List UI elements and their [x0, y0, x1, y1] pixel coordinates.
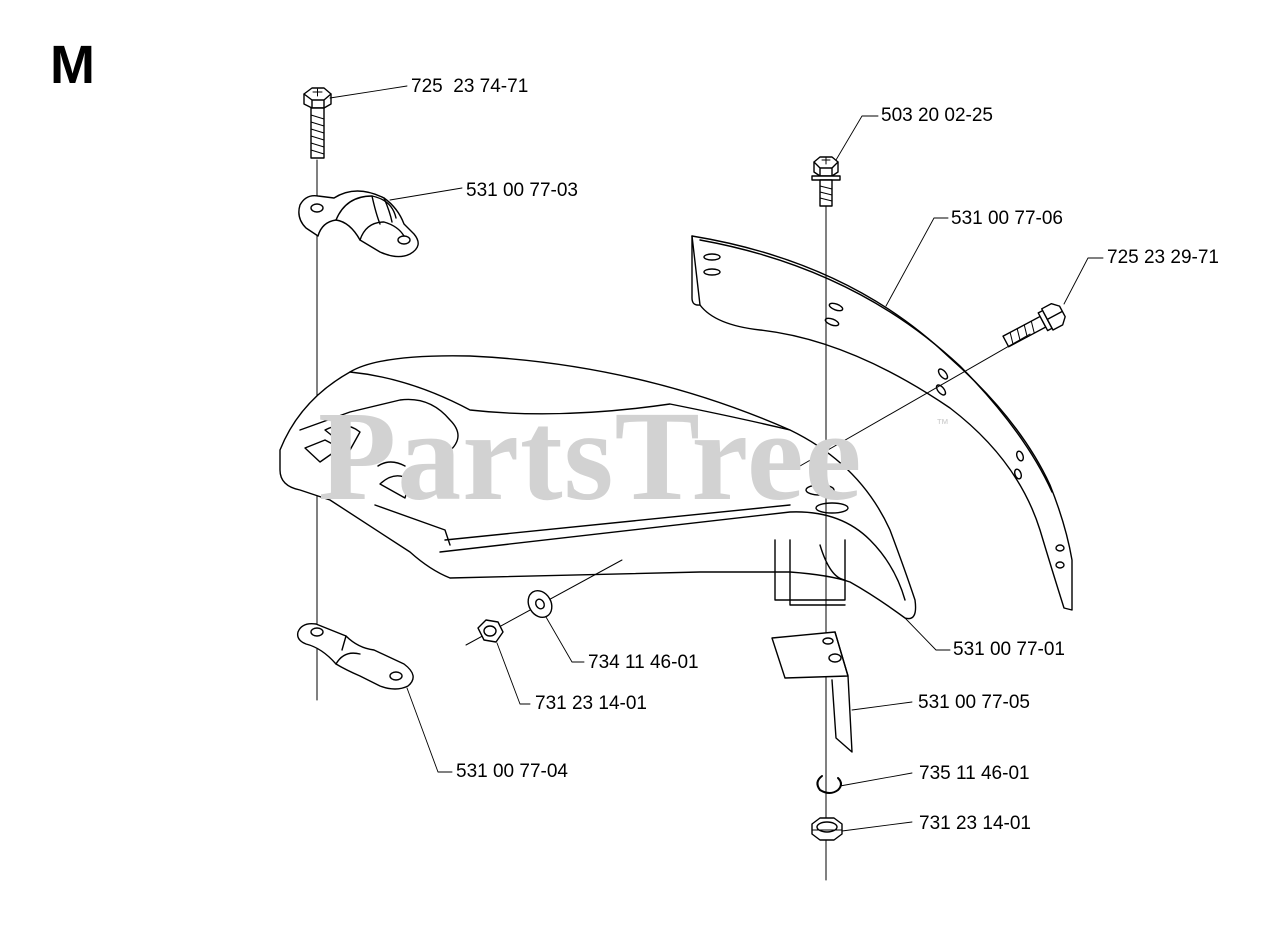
nut-731-23-14-01-left — [477, 619, 504, 643]
section-letter: M — [50, 35, 95, 95]
part-number-label[interactable]: 731 23 14-01 — [535, 693, 647, 714]
part-number-label[interactable]: 735 11 46-01 — [919, 763, 1030, 784]
washer-734-11-46-01 — [527, 589, 553, 619]
part-number-label[interactable]: 531 00 77-05 — [918, 692, 1030, 713]
watermark-text: PartsTree — [318, 385, 863, 527]
circlip-735-11-46-01 — [816, 775, 842, 794]
part-number-label[interactable]: 531 00 77-04 — [456, 761, 568, 782]
clamp-531-00-77-03 — [298, 190, 419, 258]
guard-body-531-00-77-01 — [279, 355, 917, 620]
bracket-531-00-77-04 — [296, 622, 414, 690]
bracket-531-00-77-05 — [771, 631, 853, 753]
leader-lines — [329, 85, 1104, 832]
part-number-label[interactable]: 725 23 29-71 — [1107, 247, 1219, 268]
bolt-503-20-02-25 — [811, 156, 841, 207]
part-number-label[interactable]: 734 11 46-01 — [588, 652, 699, 673]
part-number-label[interactable]: 531 00 77-03 — [466, 180, 578, 201]
part-number-label[interactable]: 503 20 02-25 — [881, 105, 993, 126]
part-number-label[interactable]: 725 23 74-71 — [411, 76, 529, 97]
part-number-label[interactable]: 531 00 77-01 — [953, 639, 1065, 660]
guard-extension-531-00-77-06 — [691, 235, 1073, 611]
bolt-axis-line — [799, 333, 1031, 467]
bolt-725-23-74-71 — [303, 87, 332, 159]
watermark-trademark: ™ — [936, 416, 949, 431]
bolt-725-23-29-71 — [1002, 302, 1066, 348]
part-number-label[interactable]: 531 00 77-06 — [951, 208, 1063, 229]
part-number-label[interactable]: 731 23 14-01 — [919, 813, 1031, 834]
nut-731-23-14-01-right — [811, 817, 843, 841]
